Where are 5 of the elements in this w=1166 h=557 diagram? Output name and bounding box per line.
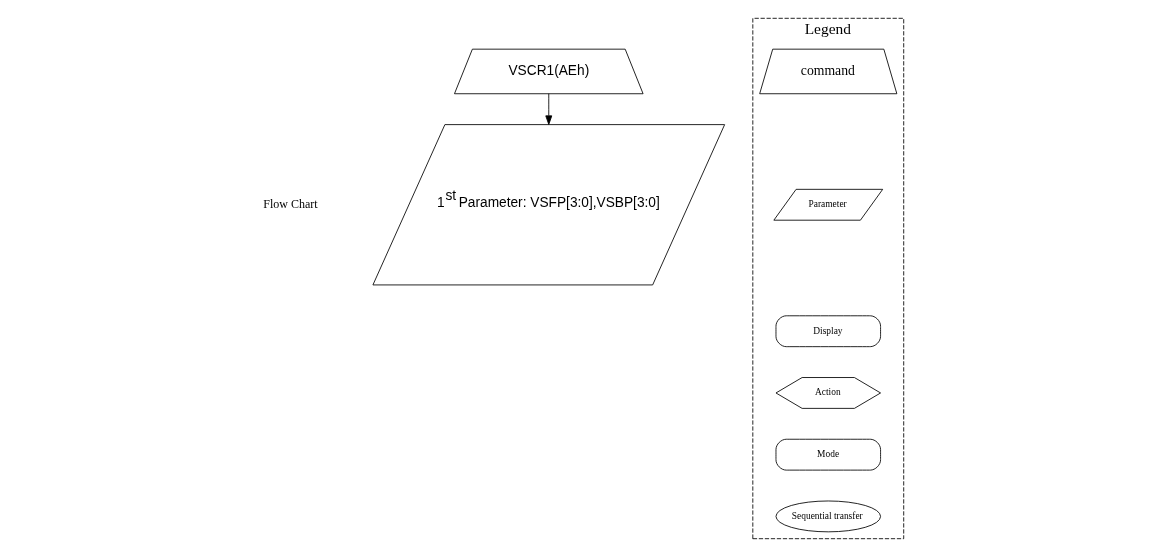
label: Flow Chart — [262, 196, 318, 211]
node-ellipse: Sequential transfer — [775, 500, 881, 533]
arrow — [544, 93, 552, 125]
node-box: Mode — [775, 438, 881, 471]
node-box: Display — [775, 315, 881, 348]
